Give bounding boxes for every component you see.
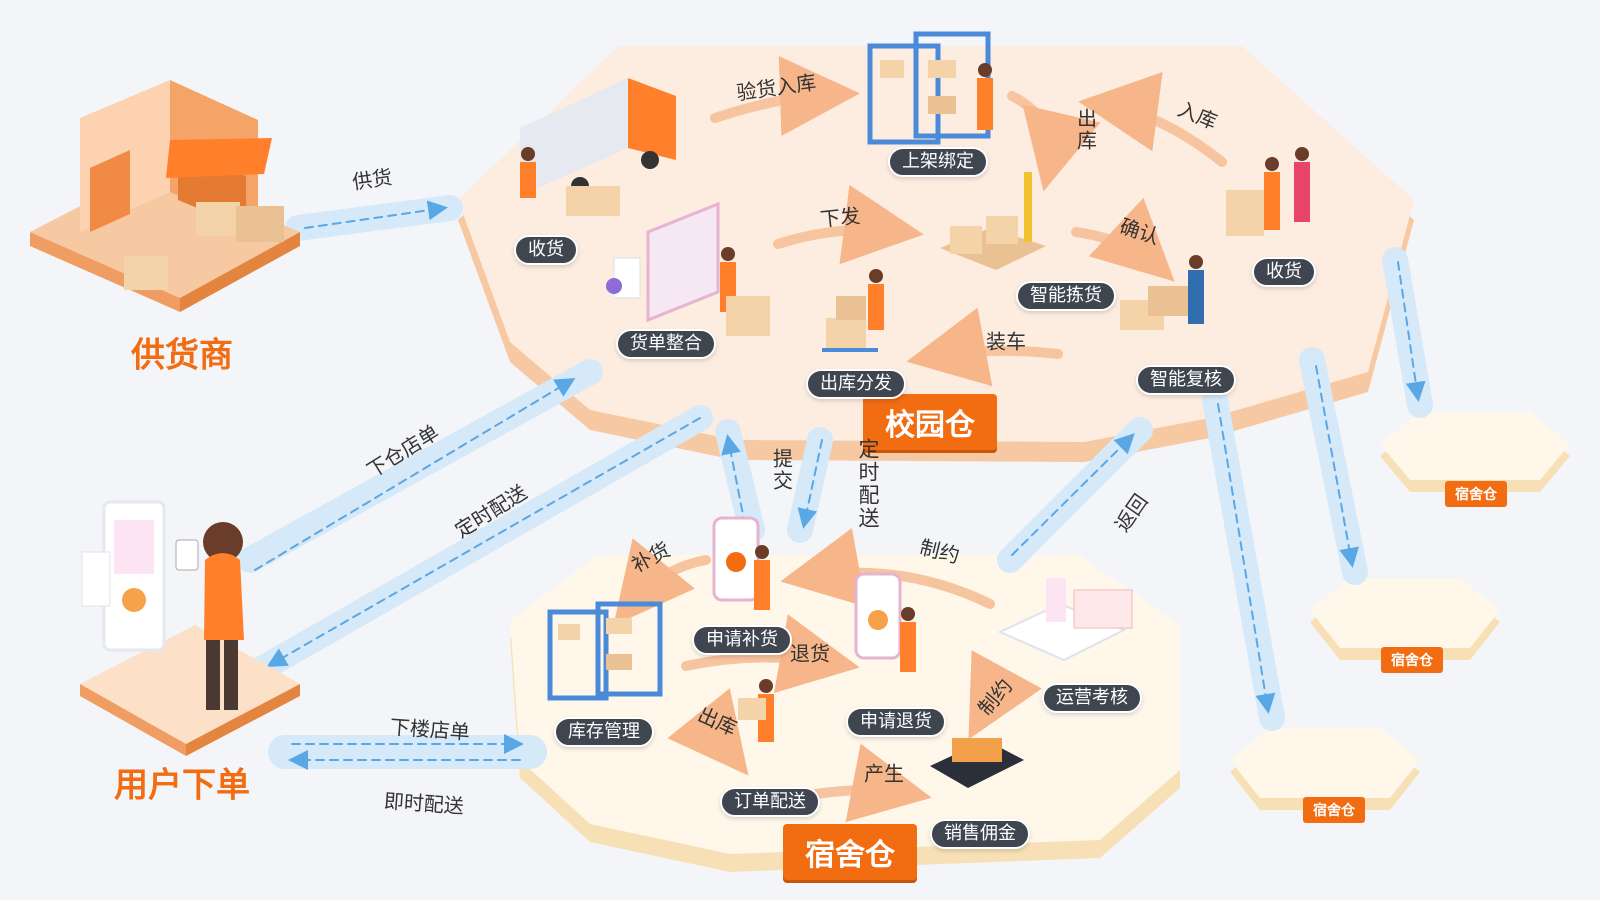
scheduled-delivery-mid-arrow bbox=[797, 439, 823, 529]
supplier-label: 供货商 bbox=[131, 335, 233, 376]
dorm-ops-illustration bbox=[997, 578, 1133, 662]
step-ops-review: 运营考核 bbox=[1042, 683, 1142, 713]
campus-platform bbox=[458, 46, 1414, 462]
dorm-small-platform-1 bbox=[1380, 412, 1570, 492]
user-illustration bbox=[80, 500, 300, 756]
dorm-small-platform-3 bbox=[1230, 728, 1420, 810]
dorm-small-1-label: 宿舍仓 bbox=[1445, 481, 1507, 507]
step-outbound-split: 出库分发 bbox=[806, 369, 906, 399]
dorm-small-2-label: 宿舍仓 bbox=[1381, 647, 1443, 673]
flow-load: 装车 bbox=[986, 329, 1026, 354]
flow-supply: 供货 bbox=[350, 164, 394, 195]
flow-dispatch: 下发 bbox=[819, 203, 862, 232]
step-shelf-bind: 上架绑定 bbox=[888, 147, 988, 177]
flow-instant-delivery: 即时配送 bbox=[383, 788, 465, 819]
user-order-label: 用户下单 bbox=[114, 765, 250, 806]
campus-flow-arrows bbox=[710, 56, 1227, 387]
step-smart-check: 智能复核 bbox=[1136, 365, 1236, 395]
campus-receive-right-illustration bbox=[1226, 147, 1310, 236]
step-sales-commission: 销售佣金 bbox=[930, 819, 1030, 849]
dorm-small-3-label: 宿舍仓 bbox=[1303, 797, 1365, 823]
submit-arrow bbox=[721, 434, 746, 526]
dorm-warehouse-banner: 宿舍仓 bbox=[783, 824, 917, 880]
step-order-merge: 货单整合 bbox=[616, 329, 716, 359]
campus-truck-illustration bbox=[520, 78, 676, 216]
flow-return-goods: 退货 bbox=[790, 641, 830, 666]
campus-shelf-illustration bbox=[867, 31, 993, 145]
step-smart-pick: 智能拣货 bbox=[1016, 281, 1116, 311]
dorm-return-phone-illustration bbox=[854, 572, 916, 672]
return-back-arrow bbox=[1011, 433, 1135, 556]
campus-outbound-illustration bbox=[822, 269, 884, 352]
step-order-delivery: 订单配送 bbox=[720, 787, 820, 817]
supplier-store-illustration bbox=[30, 80, 300, 312]
flow-scheduled-delivery-mid: 定时配送 bbox=[856, 438, 880, 530]
campus-order-arrow bbox=[254, 377, 576, 571]
step-apply-restock: 申请补货 bbox=[692, 625, 792, 655]
dorm-delivery-illustration bbox=[738, 679, 774, 742]
campus-pick-illustration bbox=[940, 172, 1046, 270]
step-receive: 收货 bbox=[514, 235, 578, 265]
campus-order-merge-illustration bbox=[606, 201, 770, 336]
step-receive-right: 收货 bbox=[1252, 257, 1316, 287]
campus-check-illustration bbox=[1120, 255, 1204, 330]
dorm-inventory-illustration bbox=[547, 601, 663, 701]
dorm-small-platform-2 bbox=[1310, 578, 1500, 660]
dorm-commission-illustration bbox=[930, 738, 1024, 788]
flow-outbound: 出库 bbox=[1073, 108, 1098, 152]
scheduled-delivery-left-arrow bbox=[266, 417, 701, 667]
dorm-restock-phone-illustration bbox=[712, 516, 770, 610]
flow-produce: 产生 bbox=[864, 761, 904, 786]
flow-submit: 提交 bbox=[769, 448, 794, 492]
cross-flow-tracks bbox=[237, 195, 1433, 770]
supply-arrow bbox=[304, 200, 448, 229]
campus-warehouse-banner: 校园仓 bbox=[863, 394, 997, 450]
step-inventory: 库存管理 bbox=[554, 717, 654, 747]
flow-place-dorm-order: 下楼店单 bbox=[389, 714, 471, 745]
step-apply-return: 申请退货 bbox=[846, 707, 946, 737]
